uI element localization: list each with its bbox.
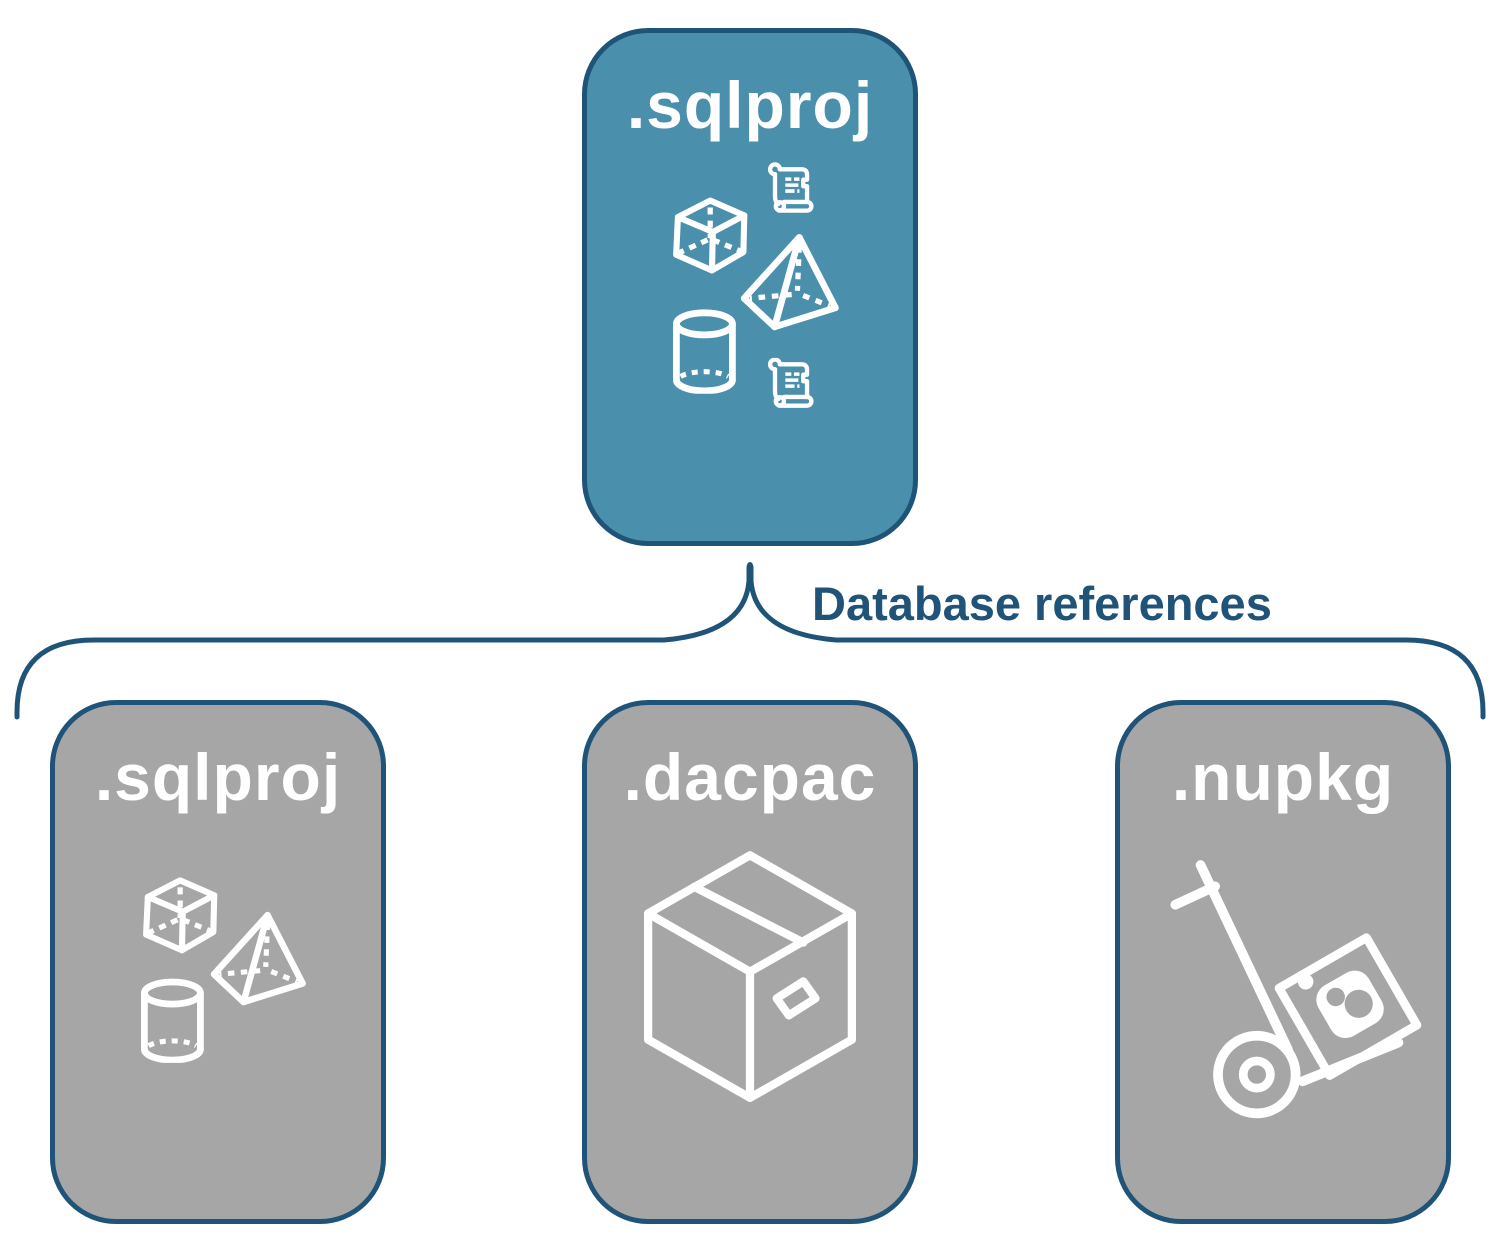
cube-3d-icon (676, 201, 744, 271)
cylinder-3d-icon (676, 313, 732, 391)
nuget-logo-big-hole (1344, 989, 1373, 1018)
root-node-label: .sqlproj (626, 68, 874, 142)
package-icon-cluster (587, 705, 913, 1219)
scroll-icon (770, 359, 811, 405)
scroll-icon (770, 164, 811, 210)
sql-objects-icon-cluster (55, 705, 381, 1219)
node-child-dacpac: .dacpac (582, 700, 918, 1224)
nuget-logo-dot (1297, 974, 1314, 990)
cylinder-3d-icon (144, 982, 200, 1060)
package-outline (1274, 933, 1422, 1080)
cube-3d-icon (146, 880, 214, 950)
handtruck-grip (1170, 881, 1220, 910)
child-node-label: .dacpac (623, 740, 877, 814)
connector-label: Database references (812, 577, 1272, 630)
child-node-label: .nupkg (1171, 740, 1395, 814)
nuget-package (1274, 933, 1422, 1080)
handtruck-wheel (1213, 1030, 1301, 1119)
nuget-handtruck-icon (1170, 860, 1422, 1119)
pyramid-3d-icon (744, 237, 835, 326)
package-box-icon (648, 855, 852, 1098)
nuget-logo-small-hole (1326, 987, 1345, 1007)
node-child-nupkg: .nupkg (1115, 700, 1451, 1224)
handtruck-wheel-hub (1238, 1056, 1275, 1093)
sql-objects-icon-cluster (587, 33, 913, 541)
node-root-sqlproj: .sqlproj (582, 28, 918, 546)
node-child-sqlproj: .sqlproj (50, 700, 386, 1224)
handtruck-rod (1195, 860, 1293, 1055)
child-node-label: .sqlproj (94, 740, 342, 814)
pyramid-3d-icon (214, 915, 303, 1002)
